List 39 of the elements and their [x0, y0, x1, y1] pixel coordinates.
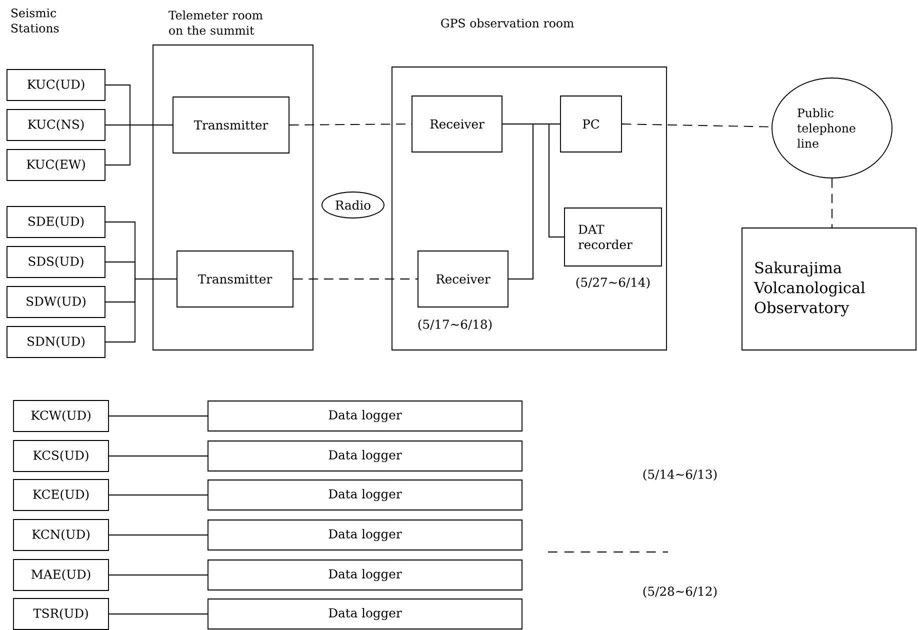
- transmitter-box: Transmitter: [176, 250, 294, 308]
- station-box: KUC(NS): [6, 109, 106, 141]
- date-range: (5/27∼6/14): [576, 277, 650, 289]
- room-heading: GPS observation room: [441, 18, 574, 28]
- connector-line: [293, 278, 418, 280]
- station-box: KCS(UD): [13, 440, 109, 472]
- station-box: KUC(UD): [6, 69, 106, 101]
- station-box: KUC(EW): [6, 149, 106, 181]
- connector-line: [108, 534, 208, 536]
- pc-box: PC: [560, 96, 622, 152]
- connector-line: [105, 124, 173, 166]
- station-box: KCW(UD): [13, 400, 109, 432]
- connector-line: [105, 278, 177, 342]
- station-box: KCN(UD): [13, 519, 109, 551]
- observatory-box: Sakurajima Volcanological Observatory: [742, 228, 916, 350]
- logger-box: Data logger: [208, 440, 522, 472]
- station-box: MAE(UD): [13, 559, 109, 591]
- receiver-box: Receiver: [412, 96, 502, 152]
- transmitter-box: Transmitter: [172, 96, 290, 154]
- station-box: TSR(UD): [13, 598, 109, 630]
- date-range: (5/28∼6/12): [643, 586, 717, 598]
- station-box: SDN(UD): [6, 326, 106, 358]
- room-heading: Telemeter room on the summit: [168, 10, 263, 35]
- station-box: SDE(UD): [6, 206, 106, 238]
- recorder-box: DAT recorder: [564, 208, 662, 266]
- connector-line: [108, 494, 208, 496]
- logger-box: Data logger: [208, 400, 522, 432]
- logger-box: Data logger: [208, 520, 522, 550]
- date-range: (5/14∼6/13): [643, 469, 717, 481]
- column-heading: Seismic Stations: [11, 8, 59, 33]
- logger-box: Data logger: [208, 598, 522, 630]
- connector-line: [108, 574, 208, 576]
- logger-box: Data logger: [208, 560, 522, 590]
- receiver-box: Receiver: [418, 250, 508, 308]
- station-box: SDW(UD): [6, 286, 106, 318]
- station-box: SDS(UD): [6, 246, 106, 278]
- station-box: KCE(UD): [13, 479, 109, 511]
- date-range: (5/17∼6/18): [418, 319, 492, 331]
- logger-box: Data logger: [208, 480, 522, 510]
